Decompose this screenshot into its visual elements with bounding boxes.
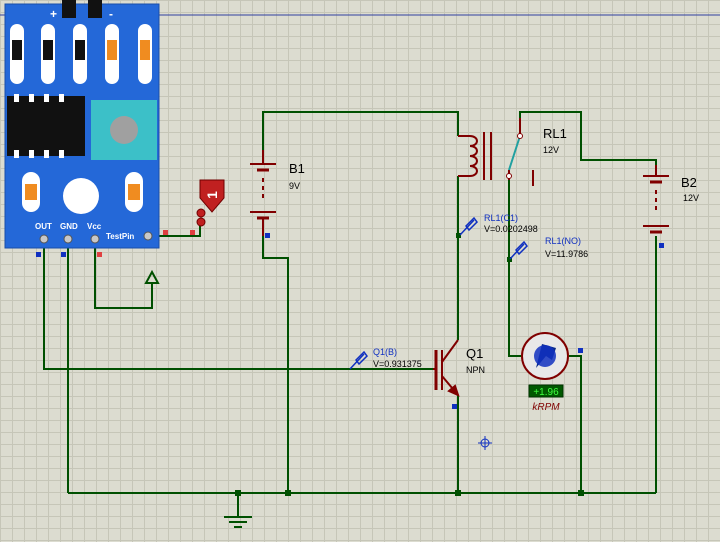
probe-rl1-c1[interactable]: RL1(C1) V=0.0202498 <box>459 213 538 236</box>
rl1-name: RL1 <box>543 126 567 141</box>
wire-relay-to-b2[interactable] <box>519 111 657 170</box>
b1-name: B1 <box>289 161 305 176</box>
battery-b2[interactable] <box>643 165 669 234</box>
motor-unit: kRPM <box>532 402 560 413</box>
pin-label-testpin: TestPin <box>106 232 134 241</box>
pin-label-vcc: Vcc <box>87 222 102 231</box>
crosshair-cursor <box>478 436 492 450</box>
b2-name: B2 <box>681 175 697 190</box>
connector-tab <box>62 0 76 18</box>
wire-motor-to-gnd[interactable] <box>569 355 582 493</box>
probe-rl1-no-reading: V=11.9786 <box>545 249 588 259</box>
junction-dot <box>285 490 291 496</box>
potentiometer[interactable] <box>91 100 157 160</box>
relay-contact <box>506 173 512 179</box>
pin-label-out: OUT <box>35 222 52 231</box>
logic-probe[interactable]: 1 <box>196 179 225 227</box>
b1-value: 9V <box>289 181 300 191</box>
probe-rl1-no[interactable]: RL1(NO) V=11.9786 <box>509 236 588 260</box>
junction-dot <box>456 233 461 238</box>
b2-value: 12V <box>683 193 699 203</box>
relay-rl1[interactable] <box>458 118 534 186</box>
pin-marker <box>659 243 664 248</box>
module-bottom-parts <box>22 172 143 214</box>
pin-label-minus: - <box>109 7 113 21</box>
probe-q1-b-name: Q1(B) <box>373 347 397 357</box>
sensor-module[interactable]: + - <box>4 0 160 249</box>
probe-q1-b-reading: V=0.931375 <box>373 359 422 369</box>
probe-rl1-no-name: RL1(NO) <box>545 236 581 246</box>
wire-vcc-to-power[interactable] <box>94 240 153 309</box>
dc-motor[interactable] <box>521 332 569 380</box>
probe-q1-b[interactable]: Q1(B) V=0.931375 <box>349 347 422 370</box>
q1-type: NPN <box>466 365 485 375</box>
relay-contact <box>517 133 523 139</box>
pin-marker <box>578 348 583 353</box>
pin-markers <box>36 230 195 257</box>
wire-b1-to-gnd[interactable] <box>262 236 289 493</box>
pin-pads <box>10 24 152 84</box>
relay-switch-arm <box>508 135 521 171</box>
junction-dot <box>235 490 241 496</box>
junctions <box>235 233 584 496</box>
probe-rl1-c1-name: RL1(C1) <box>484 213 518 223</box>
wire-testpin-to-probe[interactable] <box>157 224 201 237</box>
rl1-value: 12V <box>543 145 559 155</box>
junction-dot <box>455 490 461 496</box>
wire-out-to-base[interactable] <box>43 240 436 370</box>
transistor-q1[interactable] <box>433 339 460 397</box>
probe-rl1-c1-reading: V=0.0202498 <box>484 224 538 234</box>
pin-label-plus: + <box>50 7 57 21</box>
logic-probe-value: 1 <box>204 191 220 199</box>
ground-symbol[interactable] <box>224 516 252 528</box>
pin-label-gnd: GND <box>60 222 78 231</box>
wire-b1-to-relay[interactable] <box>262 111 459 160</box>
q1-name: Q1 <box>466 346 483 361</box>
pin-marker <box>265 233 270 238</box>
wires <box>43 111 657 517</box>
pin-marker <box>452 404 457 409</box>
motor-readout-box <box>528 384 564 398</box>
power-terminal[interactable] <box>144 269 160 284</box>
motor-readout: +1.96 <box>533 387 559 398</box>
junction-dot <box>578 490 584 496</box>
ic-chip <box>7 94 85 158</box>
junction-dot <box>507 257 512 262</box>
battery-b1[interactable] <box>250 150 276 236</box>
pin-holes <box>39 231 153 244</box>
connector-tab <box>88 0 102 18</box>
wire-no-to-motor[interactable] <box>508 178 521 357</box>
